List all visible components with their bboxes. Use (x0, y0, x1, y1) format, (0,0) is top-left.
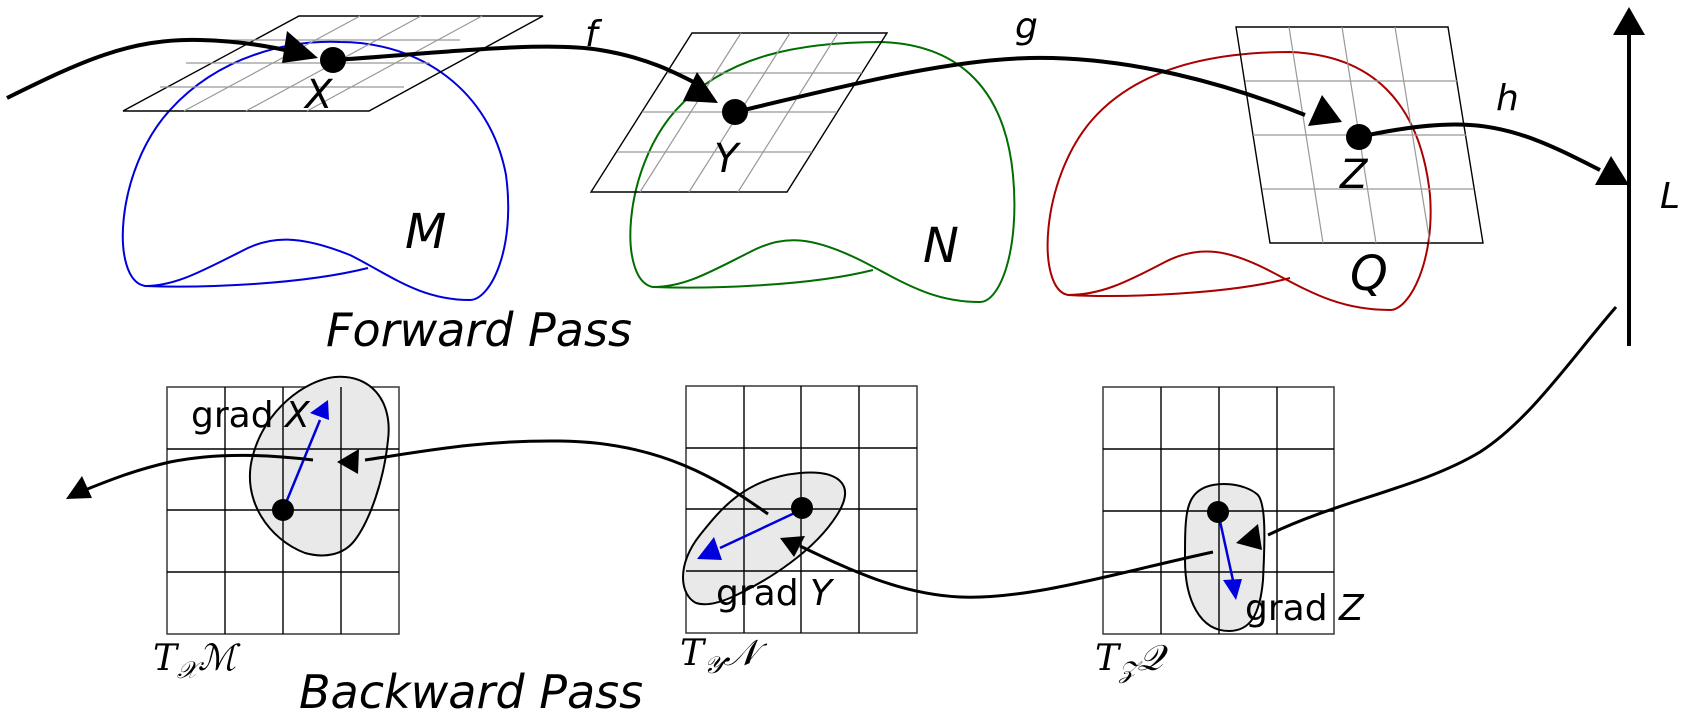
grid-line (639, 32, 742, 193)
tangent-space-y: grad Y T𝒴𝒩 (680, 385, 918, 679)
arrowhead-into-x-backward (337, 449, 359, 474)
grad-z-label: grad Z (1245, 588, 1365, 629)
arrowhead-into-l (1595, 156, 1629, 185)
manifold-n-outline (629, 40, 1016, 304)
flow-g (734, 55, 1306, 117)
grid-line (306, 15, 483, 112)
tangent-space-z-label: T𝒵𝒬 (1095, 638, 1168, 684)
point-z (1346, 124, 1372, 150)
gradient-vector-z-head (1223, 579, 1242, 600)
tangent-plane-y-border (589, 32, 889, 193)
backward-flow-z-to-y (799, 544, 1214, 599)
grad-y-label: grad Y (716, 573, 835, 614)
manifold-q-outline (1046, 50, 1432, 312)
manifold-m-label: M (405, 204, 446, 260)
tangent-plane-z (1235, 26, 1484, 244)
tangent-plane-x (122, 15, 544, 112)
map-g-label: g (1015, 6, 1038, 47)
forward-pass-title: Forward Pass (326, 303, 632, 357)
manifold-n-label: N (923, 218, 959, 274)
tangent-plane-x-border (122, 15, 544, 112)
backward-flow-l-to-z (1267, 306, 1618, 537)
forward-pass: X Y Z M N Q f g h L Forward Pass (6, 6, 1680, 357)
arrowhead-into-y (683, 72, 718, 103)
grid-line (1288, 26, 1324, 244)
gradient-vector-z (1216, 511, 1236, 586)
grid-line (183, 15, 361, 112)
backward-pass-title: Backward Pass (299, 665, 643, 713)
backward-pass: grad X T𝒳ℳ grad Y T𝒴𝒩 (66, 306, 1618, 713)
point-y (722, 99, 748, 125)
backward-flow-y-to-x (364, 439, 769, 516)
map-h-label: h (1496, 78, 1519, 119)
loss-label: L (1660, 176, 1680, 217)
manifold-n (629, 40, 1016, 304)
gradient-vector-x (281, 419, 322, 511)
point-x-backward (272, 499, 294, 521)
point-z-label: Z (1339, 152, 1369, 198)
point-z-backward (1207, 501, 1229, 523)
arrowhead-into-z-backward (1236, 524, 1262, 550)
flow-h (1358, 122, 1601, 172)
manifold-q (1046, 50, 1432, 312)
point-x-label: X (303, 72, 334, 118)
arrowhead-into-z (1308, 95, 1342, 126)
tangent-space-y-label: T𝒴𝒩 (680, 633, 768, 679)
arrowhead-output-backward (66, 476, 92, 499)
arrowhead-into-y-backward (780, 536, 805, 557)
tangent-space-x-label: T𝒳ℳ (153, 638, 241, 684)
point-y-label: Y (714, 136, 742, 182)
gradient-vector-y (719, 508, 802, 550)
tangent-space-x: grad X T𝒳ℳ (153, 375, 400, 684)
loss-axis-arrowhead (1613, 7, 1645, 35)
tangent-space-z: grad Z T𝒵𝒬 (1095, 386, 1365, 684)
backward-flow-x-out (84, 453, 314, 492)
point-y-backward (791, 497, 813, 519)
gradient-vector-y-head (697, 537, 722, 560)
arrowhead-into-x (282, 31, 318, 63)
manifold-m-outline (121, 40, 510, 302)
gradient-vector-x-head (310, 400, 329, 420)
gradient-region-z (1183, 483, 1266, 633)
manifold-q-label: Q (1350, 246, 1388, 302)
grid-line (1394, 26, 1431, 244)
point-x (320, 47, 346, 73)
flow-input-to-x (6, 37, 299, 100)
flow-f (332, 44, 706, 90)
grad-x-label: grad X (191, 395, 311, 436)
manifold-m (121, 40, 510, 302)
grid-line (737, 32, 839, 193)
tangent-plane-z-border (1235, 26, 1484, 244)
